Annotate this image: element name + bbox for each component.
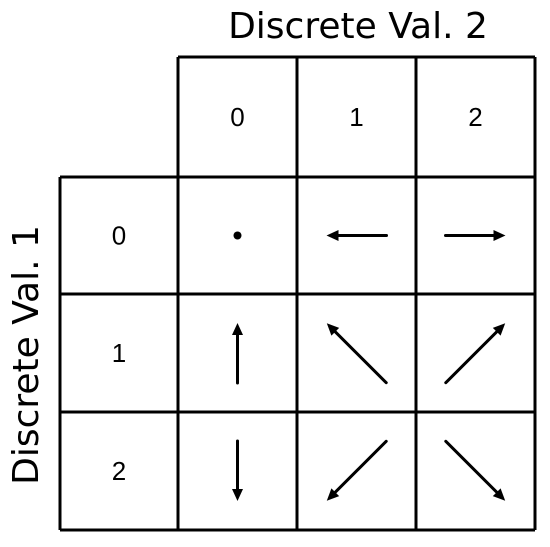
arrow-up-icon: [232, 323, 243, 385]
arrow-down-left-icon: [326, 439, 388, 501]
grid-cells: [232, 230, 506, 501]
row-header-1: 1: [112, 338, 126, 368]
arrow-left-icon: [326, 230, 388, 241]
arrow-down-right-icon: [444, 439, 506, 501]
arrow-up-right-icon: [444, 323, 506, 385]
column-header-0: 0: [230, 102, 244, 132]
row-header-0: 0: [112, 221, 126, 251]
arrow-down-icon: [232, 439, 243, 501]
arrow-up-left-icon: [326, 323, 388, 385]
column-header-2: 2: [468, 102, 482, 132]
left-axis-title: Discrete Val. 1: [6, 225, 47, 485]
arrow-right-icon: [444, 230, 506, 241]
row-header-2: 2: [112, 456, 126, 486]
grid-headers: 0 1 2 0 1 2: [112, 102, 483, 486]
dot-icon: [233, 231, 242, 240]
top-axis-title: Discrete Val. 2: [228, 6, 488, 47]
column-header-1: 1: [349, 102, 363, 132]
grid-lines: [58, 55, 537, 532]
